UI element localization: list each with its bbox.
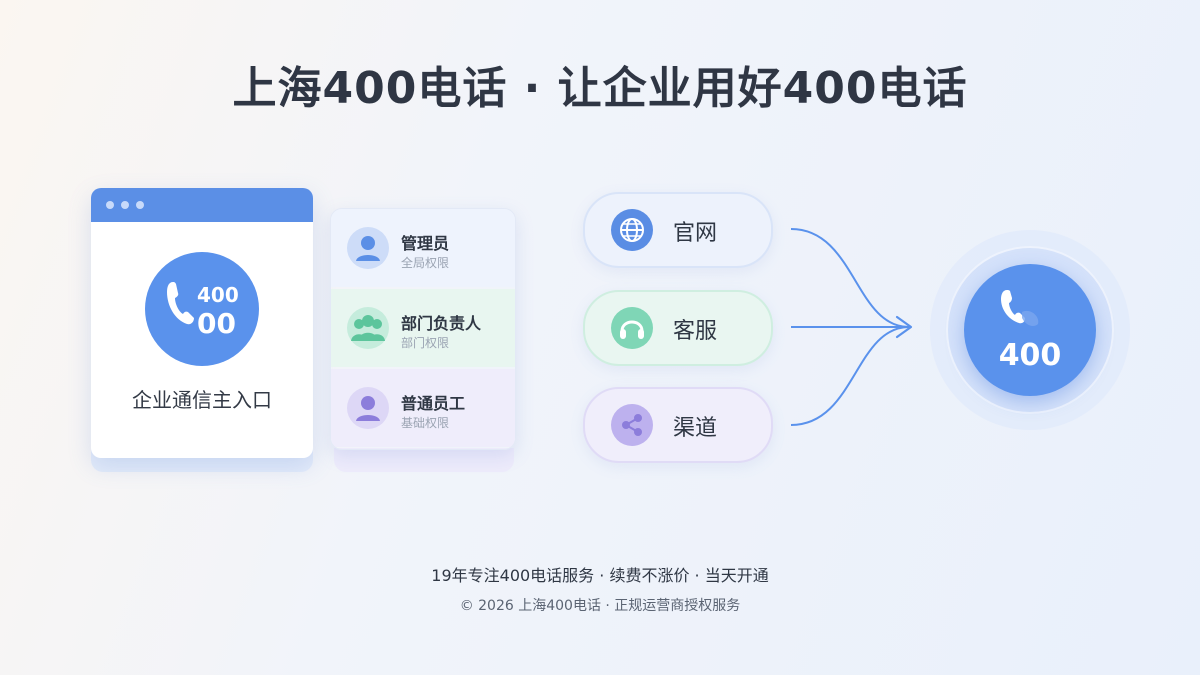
channel-partners[interactable]: 渠道 xyxy=(583,387,773,463)
browser-title-bar xyxy=(91,188,313,222)
phone-icon xyxy=(1001,290,1039,326)
phone-badge: 400 00 xyxy=(145,252,259,366)
role-stack-shadow xyxy=(334,448,514,472)
channel-label: 官网 xyxy=(673,221,718,246)
window-dot-icon xyxy=(136,201,144,209)
footer-copyright: © 2026 上海400电话 · 正规运营商授权服务 xyxy=(459,598,741,614)
channel-label: 客服 xyxy=(673,319,718,344)
browser-card-label: 企业通信主入口 xyxy=(132,388,272,412)
page-title: 上海400电话 · 让企业用好400电话 xyxy=(232,63,968,114)
share-icon xyxy=(611,404,653,446)
role-permission: 部门权限 xyxy=(401,336,450,350)
target-400-badge: 400 xyxy=(964,264,1096,396)
phone-number-top: 400 xyxy=(197,283,239,307)
role-item-admin: 管理员 全局权限 xyxy=(331,209,515,287)
footer-tagline: 19年专注400电话服务 · 续费不涨价 · 当天开通 xyxy=(431,566,769,585)
target-number: 400 xyxy=(998,338,1062,373)
browser-card: 400 00 企业通信主入口 xyxy=(91,188,313,458)
channel-label: 渠道 xyxy=(673,416,718,441)
phone-icon xyxy=(167,282,194,325)
role-item-employee: 普通员工 基础权限 xyxy=(331,369,515,447)
role-name: 管理员 xyxy=(401,234,450,253)
role-permission: 基础权限 xyxy=(401,416,450,430)
headset-icon xyxy=(611,307,653,349)
window-dot-icon xyxy=(106,201,114,209)
role-permission: 全局权限 xyxy=(401,256,450,270)
converge-arrows xyxy=(790,228,913,426)
role-item-department-head: 部门负责人 部门权限 xyxy=(331,289,515,367)
role-name: 普通员工 xyxy=(401,394,466,413)
role-name: 部门负责人 xyxy=(401,314,482,333)
group-icon xyxy=(347,307,389,349)
phone-number-bottom: 00 xyxy=(197,307,236,340)
window-dot-icon xyxy=(121,201,129,209)
user-icon xyxy=(347,227,389,269)
channel-website[interactable]: 官网 xyxy=(583,192,773,268)
channel-customer-service[interactable]: 客服 xyxy=(583,290,773,366)
user-icon xyxy=(347,387,389,429)
globe-icon xyxy=(611,209,653,251)
role-stack: 管理员 全局权限 部门负责人 部门权限 普通员工 基础权限 xyxy=(330,208,516,450)
